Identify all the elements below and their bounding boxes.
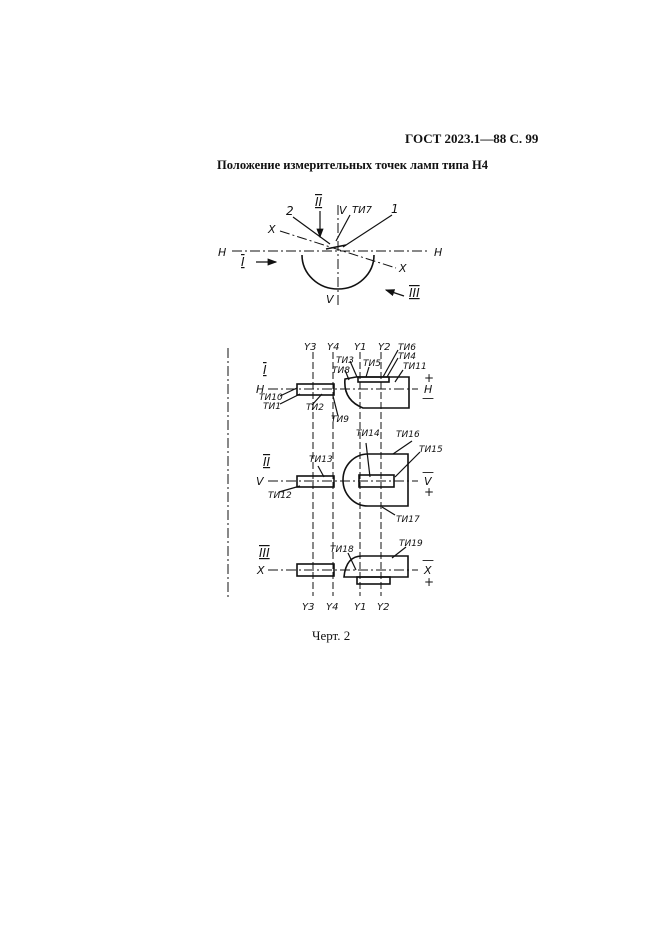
leader-ti15 [394,451,421,478]
section-3-minus: — [422,553,434,567]
leader-1 [342,214,393,248]
col-top-y2: Y2 [378,342,390,353]
section-3-lamp-body [343,555,409,578]
roman-i-top: I [241,255,245,269]
label-x-left: X [267,223,276,236]
leader-2 [292,216,331,245]
roman-ii-top: II [315,195,323,209]
leader-ti13 [317,465,325,478]
col-bottom-y1: Y1 [354,602,366,613]
section-1-axis-left: H [256,383,264,396]
axis-x-line [279,230,397,269]
leader-ti11 [394,369,404,383]
leader-ti1 [279,393,301,405]
section-2-plus: + [424,485,434,499]
label-ti19: ТИ19 [399,539,423,549]
leader-ti10 [279,387,298,397]
label-ti10: ТИ10 [259,393,283,403]
section-3-roman: III [259,546,270,560]
label-x-right: X [398,262,407,275]
label-ti9: ТИ9 [331,415,349,425]
section-2-lamp-body [342,453,409,507]
section-2-shield [358,474,395,488]
col-bottom-y2: Y2 [377,602,389,613]
section-2: II V V — + ТИ12 ТИ13 ТИ14 ТИ16 ТИ15 ТИ17 [256,429,443,525]
section-2-minus: — [422,465,434,479]
leader-ti9 [332,395,339,417]
filament-shield [325,244,347,250]
leader-ti2 [311,393,323,406]
label-ti2: ТИ2 [306,403,324,413]
label-tp7: ТИ7 [352,205,373,216]
leader-tp7 [335,214,351,242]
label-ti12: ТИ12 [268,491,292,501]
label-2: 2 [286,204,294,218]
col-top-y4: Y4 [327,342,339,353]
section-3-shield [356,576,391,585]
section-2-axis-left: V [256,475,265,488]
roman-iii-top: III [409,286,420,300]
leader-ti4 [386,357,399,378]
section-1-lamp-body [344,376,410,409]
section-3-left-block [296,563,335,577]
section-1-plus: + [424,371,434,385]
section-2-left-block [296,475,335,488]
label-ti15: ТИ15 [419,445,443,455]
lamp-cap-shape [301,254,375,290]
label-ti17: ТИ17 [396,515,420,525]
leader-ti3 [349,360,358,378]
label-ti6: ТИ6 [398,343,416,353]
leader-ti5 [365,366,370,378]
label-h-left: H [218,246,226,259]
section-2-axis-right: V [424,475,433,488]
section-3: III X X — + ТИ18 ТИ19 [256,539,434,589]
col-top-y1: Y1 [354,342,366,353]
col-top-y3: Y3 [304,342,316,353]
label-v-top: V [339,204,348,217]
section-2-roman: II [263,455,271,469]
label-ti3: ТИ3 [336,356,354,366]
section-3-axis-right: X [423,564,432,577]
leader-ti19 [391,546,407,559]
label-v-bottom: V [326,293,335,306]
label-ti5: ТИ5 [363,359,381,369]
section-1-left-block [296,383,335,396]
label-ti18: ТИ18 [330,545,354,555]
leader-ti18 [347,552,357,571]
section-1-shield [357,376,390,383]
label-ti13: ТИ13 [309,455,333,465]
page-header: ГОСТ 2023.1—88 С. 99 [405,131,539,146]
label-ti11: ТИ11 [403,362,427,372]
arrow-iii [384,289,405,297]
leader-ti6 [382,349,399,378]
section-3-plus: + [424,575,434,589]
section-1-axis-right: H [424,383,432,396]
label-ti14: ТИ14 [356,429,380,439]
section-1-minus: — [422,391,434,405]
label-1: 1 [391,202,399,216]
section-3-axis-left: X [256,564,265,577]
section-1: I H H + — ТИ10 ТИ1 ТИ2 ТИ9 ТИ8 ТИ3 Т [256,343,434,425]
label-ti8: ТИ8 [332,366,350,376]
leader-ti16 [392,440,413,455]
figure-caption: Черт. 2 [312,628,351,643]
leader-ti8 [344,369,350,381]
figure-title: Положение измерительных точек ламп типа … [217,158,489,172]
label-ti16: ТИ16 [396,430,420,440]
top-diagram: H H V V X X 1 2 ТИ7 II I III [218,195,442,306]
col-bottom-y3: Y3 [302,602,314,613]
leader-ti14 [365,442,371,478]
col-bottom-y4: Y4 [326,602,338,613]
label-h-right: H [434,246,442,259]
label-ti4: ТИ4 [398,352,416,362]
leader-ti12 [278,485,301,493]
leader-ti17 [381,506,396,516]
section-1-roman: I [263,363,267,377]
bottom-diagram: Y3 Y4 Y1 Y2 Y3 Y4 Y1 Y2 I H H + — [227,342,443,613]
label-ti1: ТИ1 [263,402,281,412]
